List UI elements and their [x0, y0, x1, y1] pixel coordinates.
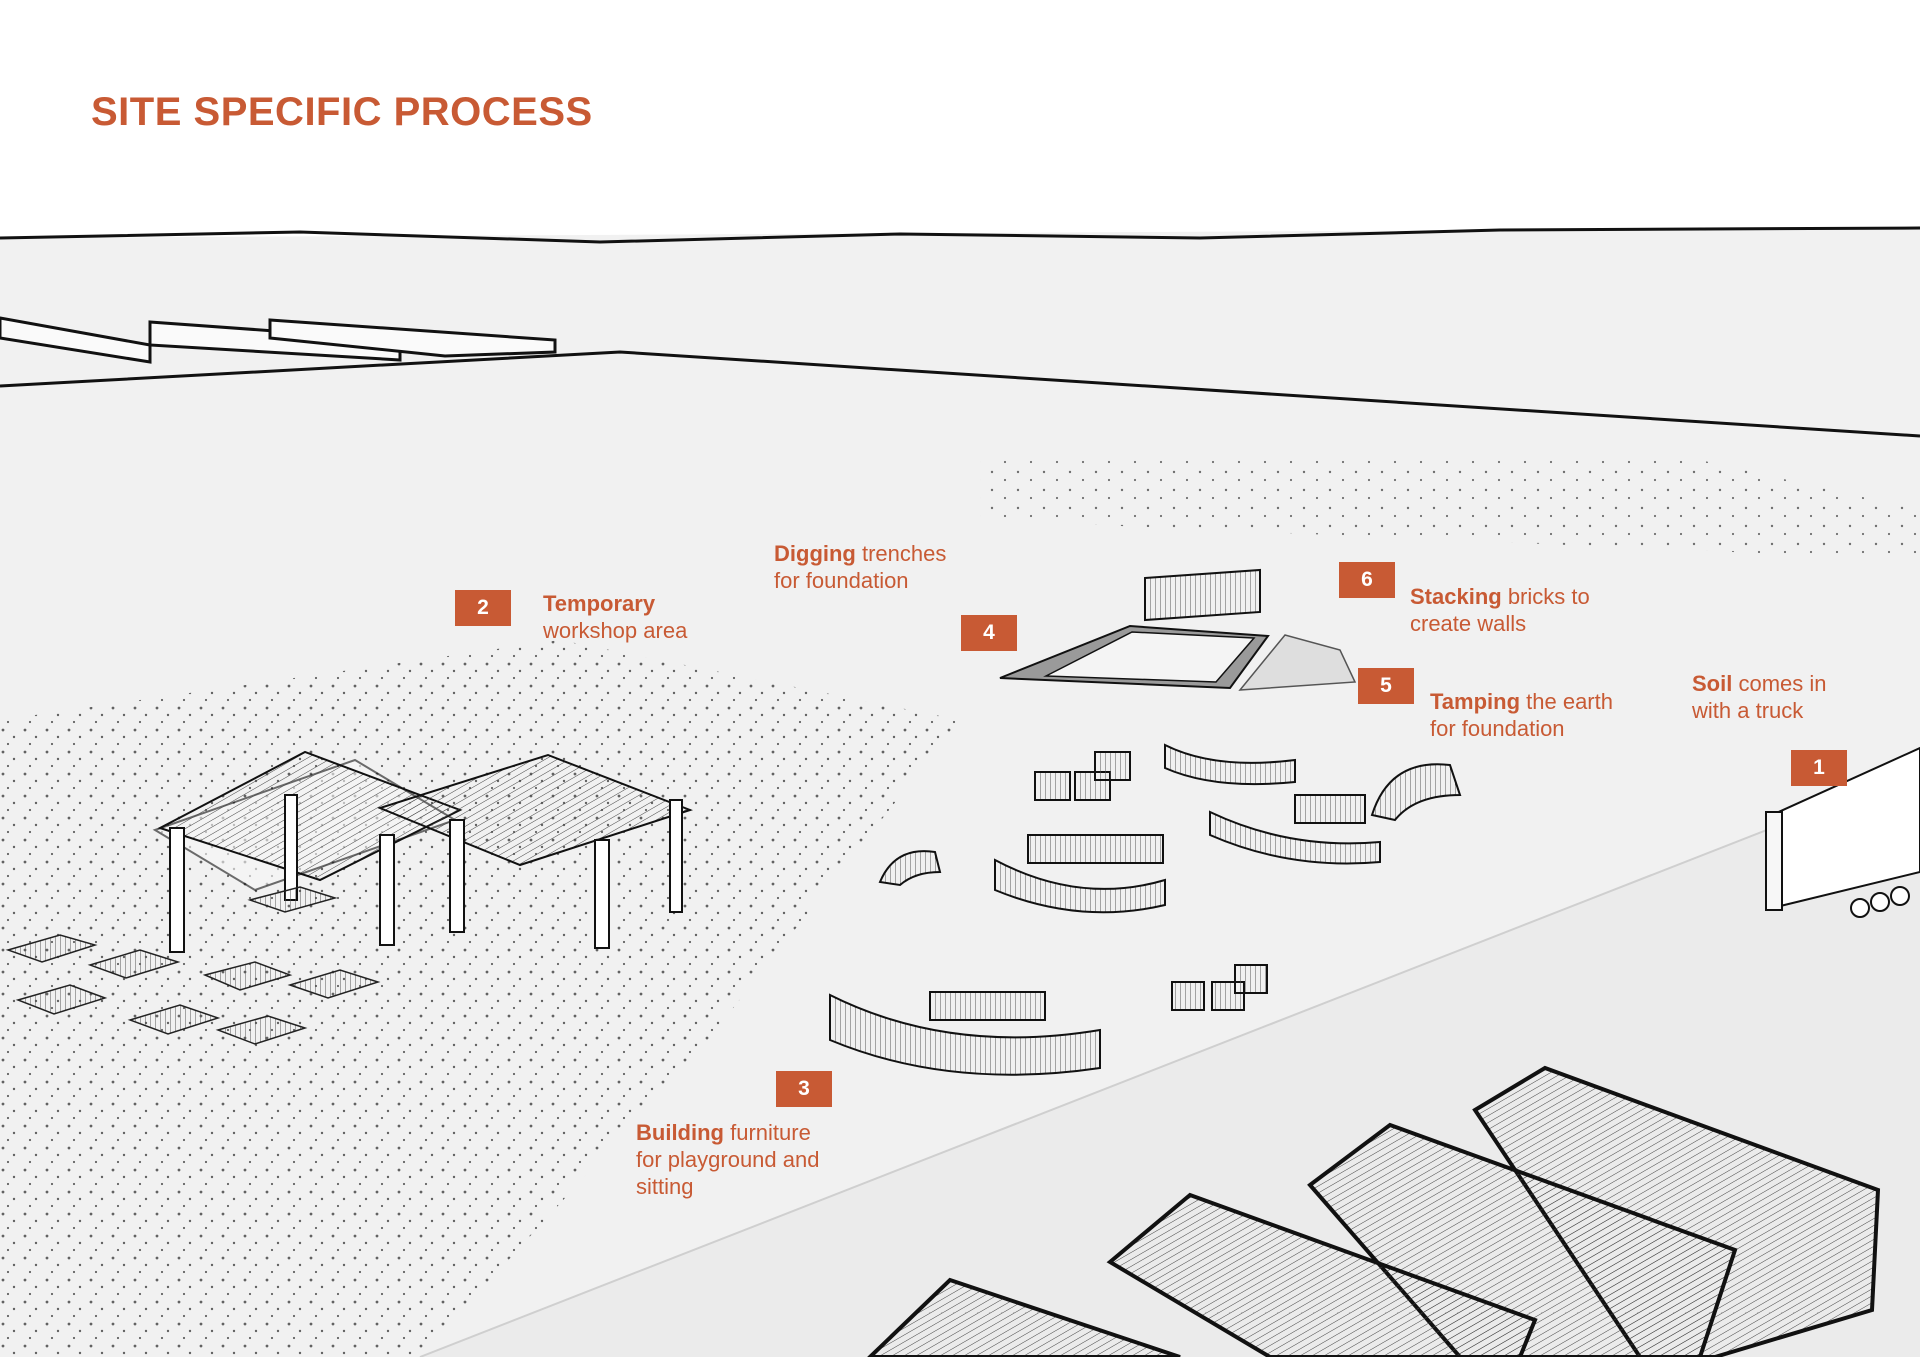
soil-truck: [1765, 746, 1920, 918]
step-label-4-rest: trenches: [855, 541, 947, 566]
step-label-2: Temporary workshop area: [543, 590, 687, 644]
step-badge-1: 1: [1791, 750, 1847, 786]
page-title: SITE SPECIFIC PROCESS: [91, 90, 593, 134]
trench-pit-floor: [1043, 631, 1256, 683]
horizon-line: [0, 226, 1920, 244]
step-label-4-line2: for foundation: [774, 568, 909, 593]
earth-furniture: [829, 743, 1462, 1076]
step-label-5-rest: the earth: [1520, 689, 1613, 714]
field-edge-line: [0, 350, 1920, 438]
step-label-5: Tamping the earth for foundation: [1430, 688, 1613, 742]
step-badge-6: 6: [1339, 562, 1395, 598]
step-label-1-line2: with a truck: [1692, 698, 1804, 723]
step-label-5-line2: for foundation: [1430, 716, 1565, 741]
step-label-3-rest: furniture: [723, 1120, 811, 1145]
step-label-3-line3: sitting: [636, 1174, 694, 1199]
step-badge-2: 2: [455, 590, 511, 626]
workshop-pavilion-right: [377, 753, 693, 949]
step-label-6-line2: create walls: [1410, 611, 1527, 636]
step-label-6: Stacking bricks to create walls: [1410, 583, 1590, 637]
step-label-4-bold: Digging: [774, 541, 856, 566]
step-label-3: Building furniture for playground and si…: [636, 1119, 819, 1200]
step-label-6-bold: Stacking: [1410, 584, 1502, 609]
step-label-6-rest: bricks to: [1501, 584, 1590, 609]
step-label-3-bold: Building: [636, 1120, 724, 1145]
workshop-pavilion-left: [152, 750, 463, 953]
step-badge-5: 5: [1358, 668, 1414, 704]
step-label-4: Digging trenches for foundation: [774, 540, 946, 594]
step-badge-4: 4: [961, 615, 1017, 651]
stipple-back: [980, 460, 1920, 560]
step-badge-3: 3: [776, 1071, 832, 1107]
road-edge: [419, 769, 1920, 1357]
step-label-3-line2: for playground and: [636, 1147, 820, 1172]
far-buildings-3: [268, 318, 557, 358]
step-label-1-bold: Soil: [1692, 671, 1733, 696]
stacked-brick-wall: [1144, 568, 1261, 622]
step-label-5-bold: Tamping: [1430, 689, 1521, 714]
soil-mound: [1238, 634, 1357, 691]
brick-stacks: [5, 886, 381, 1045]
step-label-1-rest: comes in: [1732, 671, 1827, 696]
far-buildings-1: [0, 316, 152, 364]
step-label-1: Soil comes in with a truck: [1692, 670, 1827, 724]
step-label-2-line2: workshop area: [543, 618, 688, 643]
warehouses: [867, 1065, 1881, 1357]
step-label-2-bold: Temporary: [543, 591, 656, 616]
